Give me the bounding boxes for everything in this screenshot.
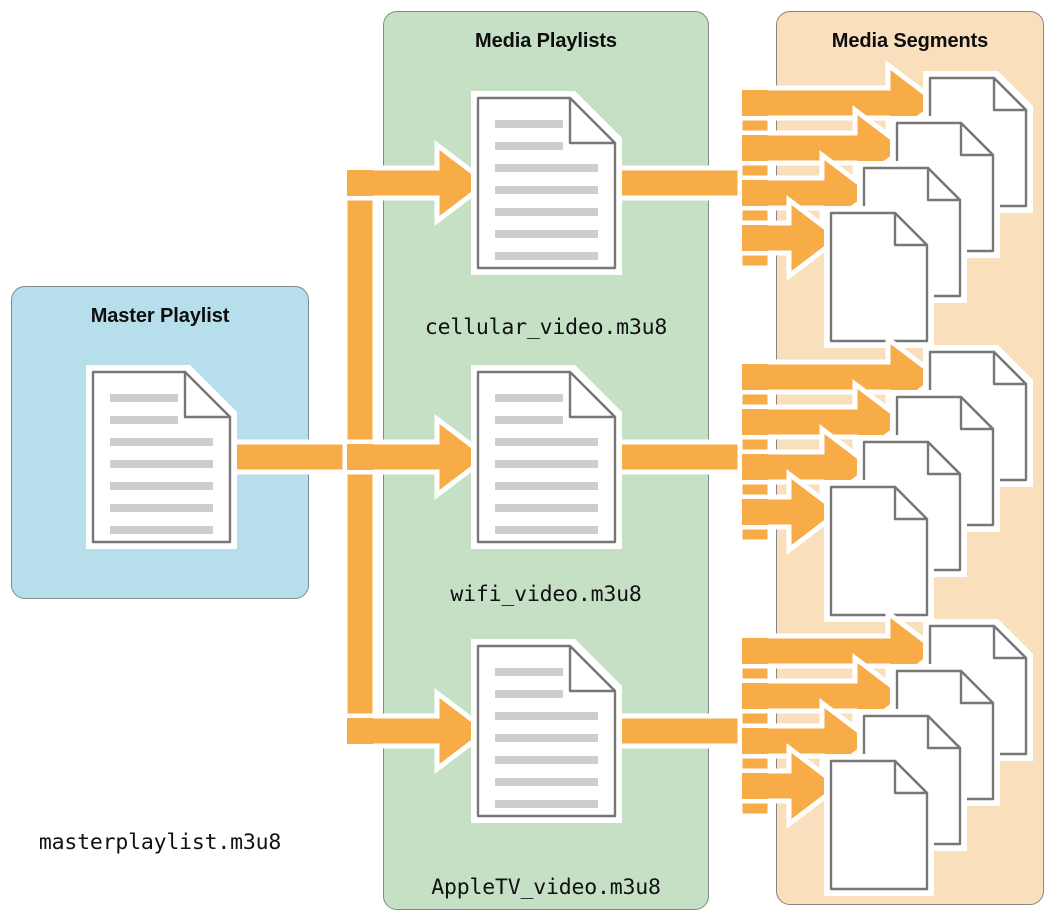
media-playlist-filename-cellular: cellular_video.m3u8 xyxy=(424,315,668,340)
master-playlist-document xyxy=(84,363,239,551)
segment-document xyxy=(822,752,936,898)
segment-document xyxy=(822,204,936,350)
segment-document xyxy=(822,478,936,624)
media-playlist-filename-appletv: AppleTV_video.m3u8 xyxy=(431,875,661,900)
segment-group-appletv xyxy=(609,607,1035,898)
segment-group-cellular xyxy=(609,59,1035,350)
master-playlist-filename: masterplaylist.m3u8 xyxy=(38,830,282,855)
media-segments-panel-title: Media Segments xyxy=(831,30,989,52)
branching-arrow-master-to-playlists xyxy=(229,139,492,775)
master-playlist-panel-title: Master Playlist xyxy=(90,305,230,327)
media-playlist-document-cellular xyxy=(469,89,624,277)
media-playlist-filename-wifi: wifi_video.m3u8 xyxy=(450,582,642,607)
media-playlists-panel-title: Media Playlists xyxy=(475,30,617,52)
media-playlist-document-wifi xyxy=(469,363,624,551)
segment-group-wifi xyxy=(609,333,1035,624)
media-playlist-document-appletv xyxy=(469,637,624,825)
